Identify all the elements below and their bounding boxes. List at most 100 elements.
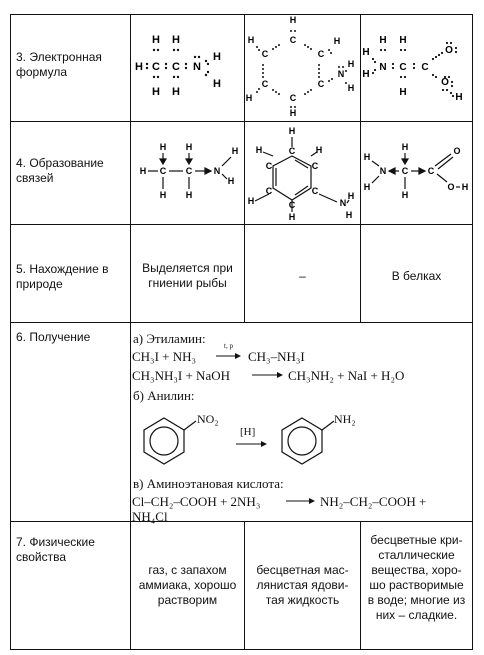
occurrence-amino-acids: В белках — [391, 269, 442, 283]
aniline-structure — [281, 417, 335, 465]
svg-text:H: H — [379, 35, 386, 46]
svg-text:H: H — [140, 166, 147, 176]
svg-text:C: C — [289, 146, 296, 156]
svg-text:C: C — [312, 161, 319, 171]
table-border-top — [10, 14, 473, 15]
svg-text:N: N — [380, 166, 387, 176]
svg-text:N: N — [193, 61, 201, 73]
svg-text:O: O — [441, 77, 449, 88]
svg-text:H: H — [348, 191, 355, 201]
svg-text:H: H — [290, 108, 297, 118]
physical-aniline: бесцветная мас- лянистая ядови- тая жидк… — [256, 563, 349, 607]
prep-ethylamine-eq2-right: CH₃NH₂ + NaI + H₂O — [288, 368, 405, 383]
svg-text:H: H — [256, 145, 263, 155]
svg-text:N: N — [214, 166, 221, 176]
svg-text:H: H — [135, 61, 143, 73]
svg-text:H: H — [348, 83, 355, 93]
svg-text:C: C — [290, 35, 297, 45]
svg-text:N: N — [379, 62, 386, 73]
svg-text:H: H — [362, 47, 369, 58]
svg-text:H: H — [334, 36, 341, 46]
svg-text:H: H — [248, 196, 255, 206]
svg-text:C: C — [262, 79, 269, 89]
svg-text:C: C — [152, 61, 160, 73]
prep-ethylamine-eq2-left: CH₃NH₃I + NaOH — [132, 368, 230, 383]
physical-ethylamine: газ, с запахом аммиака, хорошо растворим — [138, 563, 237, 607]
prep-ethylamine-title: а) Этиламин: — [133, 331, 206, 346]
svg-text:C: C — [399, 62, 406, 73]
svg-text:C: C — [421, 62, 428, 73]
svg-text:C: C — [318, 79, 325, 89]
occurrence-aniline: – — [299, 269, 306, 283]
row-divider-3 — [10, 322, 473, 323]
svg-text:H: H — [160, 142, 167, 152]
svg-text:H: H — [248, 35, 255, 45]
svg-text:H: H — [348, 59, 355, 69]
nitrobenzene-structure — [143, 417, 197, 465]
reaction-arrow-3 — [236, 441, 267, 447]
svg-text:H: H — [346, 210, 353, 220]
prep-glycine-eq-cont: NH₄Cl — [132, 509, 168, 524]
occurrence-ethylamine: Выделяется при гниении рыбы — [142, 261, 233, 290]
ethylamine-electronic-formula: H H H C C N H H H H — [135, 34, 221, 98]
svg-text:H: H — [362, 69, 369, 80]
col-divider-3-lower — [360, 521, 361, 650]
row-label-bond-formation: 4. Образование связей — [16, 156, 104, 185]
reduction-condition: [H] — [240, 426, 256, 438]
row-divider-1 — [10, 121, 473, 122]
row-label-electronic-formula: 3. Электронная формула — [16, 50, 102, 79]
svg-text:N: N — [338, 69, 345, 79]
row-label-natural-occurrence: 5. Нахождение в природе — [16, 262, 109, 291]
nitro-group-label: NO₂ — [197, 412, 219, 426]
svg-text:H: H — [289, 212, 296, 222]
svg-text:H: H — [186, 142, 193, 152]
prep-glycine-eq-right: NH₂–CH₂–COOH + — [320, 494, 427, 509]
svg-text:H: H — [152, 34, 160, 46]
svg-text:H: H — [316, 145, 323, 155]
svg-text:H: H — [455, 92, 462, 103]
svg-text:H: H — [213, 51, 221, 63]
svg-text:H: H — [228, 176, 235, 186]
svg-text:C: C — [402, 166, 409, 176]
svg-text:H: H — [172, 34, 180, 46]
aniline-electronic-formula: H C H C N H H C C H C H C H — [246, 15, 355, 118]
svg-text:H: H — [186, 190, 193, 200]
svg-text:H: H — [402, 142, 409, 152]
prep-ethylamine-eq1-left: CH₃I + NH₃ — [132, 349, 197, 364]
svg-text:C: C — [290, 93, 297, 103]
glycine-electronic-formula: H H H H N C H C O O H — [362, 35, 462, 103]
svg-text:H: H — [152, 86, 160, 98]
svg-text:C: C — [266, 186, 273, 196]
svg-text:H: H — [290, 15, 297, 25]
row-divider-4 — [10, 521, 473, 522]
svg-text:H: H — [399, 35, 406, 46]
prep-glycine-eq-left: Cl–CH₂–COOH + 2NH₃ — [132, 494, 261, 509]
svg-text:O: O — [453, 146, 460, 156]
col-divider-2-lower — [244, 521, 245, 650]
row-label-physical-properties: 7. Физические свойства — [16, 535, 95, 564]
svg-text:C: C — [318, 49, 325, 59]
prep-aniline-title: б) Анилин: — [133, 388, 195, 403]
table-border-bottom — [10, 649, 473, 650]
svg-text:C: C — [186, 166, 193, 176]
svg-text:O: O — [447, 182, 454, 192]
svg-text:C: C — [262, 49, 269, 59]
svg-text:H: H — [462, 182, 469, 192]
svg-text:H: H — [246, 93, 253, 103]
table-border-left — [10, 14, 11, 650]
svg-text:C: C — [172, 61, 180, 73]
col-divider-3-upper — [360, 14, 361, 323]
svg-text:H: H — [402, 190, 409, 200]
table-border-right — [472, 14, 473, 650]
svg-text:H: H — [289, 126, 296, 136]
reaction-arrow-4 — [286, 498, 315, 504]
svg-text:H: H — [232, 146, 239, 156]
svg-text:C: C — [312, 186, 319, 196]
row-label-preparation: 6. Получение — [16, 330, 91, 344]
svg-text:H: H — [399, 87, 406, 98]
svg-text:O: O — [445, 45, 453, 56]
row-divider-2 — [10, 224, 473, 225]
prep-ethylamine-eq1-cond: t, p — [224, 342, 233, 350]
ethylamine-bond-formula: H C H H C H H N H H — [140, 142, 239, 200]
